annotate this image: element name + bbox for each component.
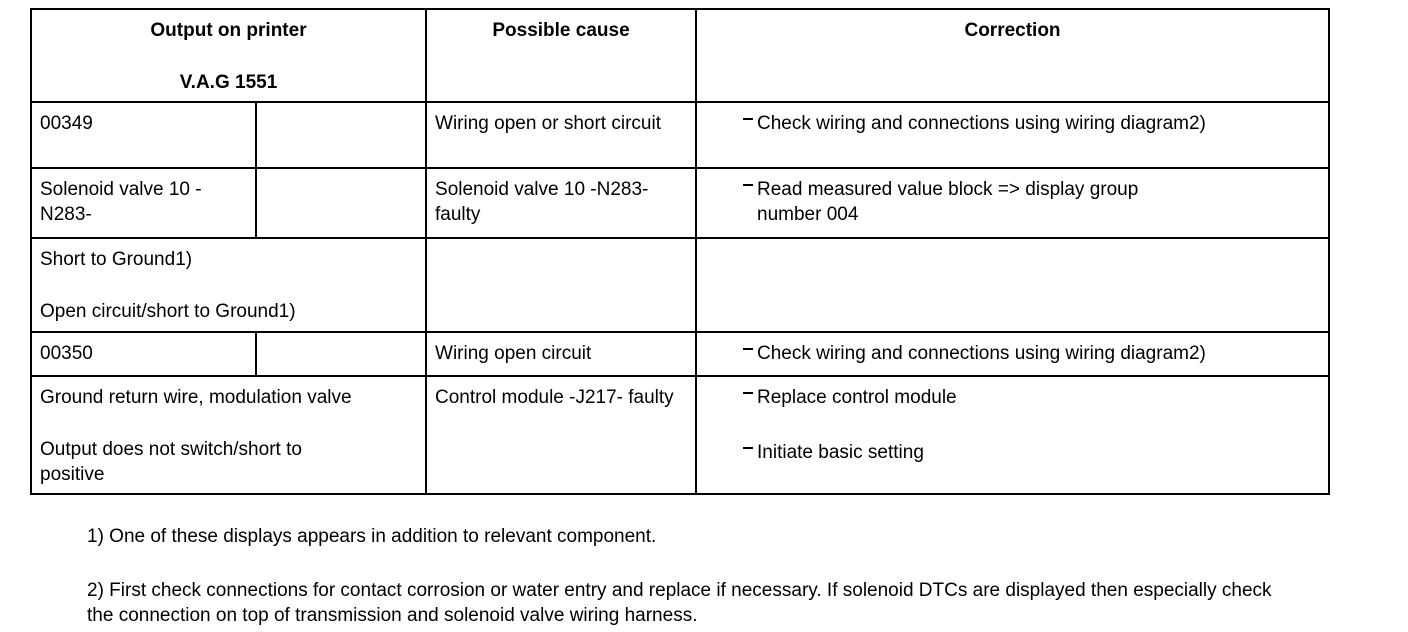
cause-cell: Control module -J217- faulty <box>425 375 698 495</box>
dash-icon <box>743 392 754 394</box>
empty-cell <box>425 237 698 333</box>
cause-cell: Wiring open circuit <box>425 331 698 377</box>
footnote-1: 1) One of these displays appears in addi… <box>87 526 657 547</box>
display-text: Ground return wire, modulation valve <box>40 387 352 408</box>
correction-text: Initiate basic setting <box>757 442 924 463</box>
display-text: Short to Ground1) <box>40 249 193 270</box>
dash-icon <box>743 447 754 449</box>
footnote-2: 2) First check connections for contact c… <box>87 580 1272 626</box>
empty-cell <box>254 101 428 169</box>
correction-text: Check wiring and connections using wirin… <box>757 343 1206 364</box>
cause-cell: Solenoid valve 10 -N283- faulty <box>425 167 698 239</box>
correction-text: Check wiring and connections using wirin… <box>757 113 1206 134</box>
code-cell: Solenoid valve 10 -N283- <box>30 167 257 239</box>
header-text: Output on printer <box>150 20 307 41</box>
dash-icon <box>743 184 754 186</box>
empty-cell <box>695 237 1331 333</box>
correction-cell: Check wiring and connections using wirin… <box>695 331 1331 377</box>
code-cell: 00349 <box>30 101 257 169</box>
header-correction: Correction <box>695 8 1331 103</box>
dash-icon <box>743 348 754 350</box>
display-text: Output does not switch/short to positive <box>40 439 302 485</box>
table-row: Short to Ground1) Open circuit/short to G… <box>29 237 1331 333</box>
header-cause: Possible cause <box>425 8 698 103</box>
table-row: 00349 Wiring open or short circuit Check… <box>30 101 1331 169</box>
correction-text: Read measured value block => display gro… <box>757 179 1139 225</box>
display-cell: Short to Ground1) Open circuit/short to G… <box>29 237 428 333</box>
display-text: Open circuit/short to Ground1) <box>40 301 296 322</box>
header-text: V.A.G 1551 <box>179 72 278 93</box>
correction-cell: Check wiring and connections using wirin… <box>695 101 1331 169</box>
dash-icon <box>743 118 754 120</box>
empty-cell <box>254 167 428 239</box>
table-row: 00350 Wiring open circuit Check wiring a… <box>30 331 1331 377</box>
correction-cell: Read measured value block => display gro… <box>695 167 1331 239</box>
table-row: Solenoid valve 10 -N283- Solenoid valve … <box>30 167 1331 239</box>
code-cell: 00350 <box>30 331 257 377</box>
empty-cell <box>254 331 428 377</box>
correction-text: Replace control module <box>757 387 957 408</box>
cause-cell: Wiring open or short circuit <box>425 101 698 169</box>
